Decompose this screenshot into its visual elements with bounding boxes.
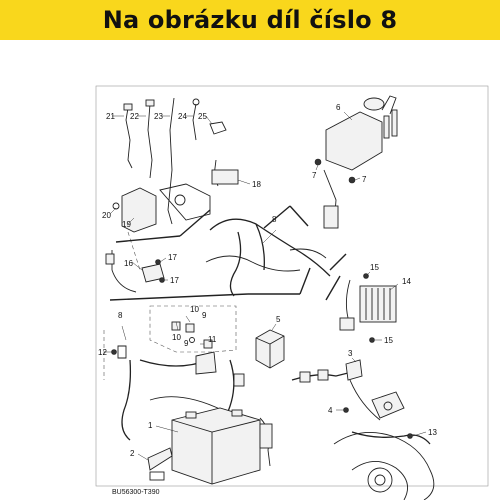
callout-23: 23: [154, 112, 163, 121]
band-2-group: [137, 447, 173, 481]
callout-numbers: 1 2 3 4 5 6 7 7 8 8 9 9 10 10 11 12 13 1…: [98, 103, 437, 458]
diagram-frame: [95, 85, 489, 487]
band-23: [167, 97, 175, 225]
callout-7b: 7: [362, 175, 367, 184]
callout-7a: 7: [312, 171, 317, 180]
callout-21: 21: [106, 112, 115, 121]
callout-17b: 17: [170, 276, 179, 285]
engine-outline: [333, 431, 435, 500]
exploded-parts-diagram: 1 2 3 4 5 6 7 7 8 8 9 9 10 10 11 12 13 1…: [0, 40, 500, 500]
bolt-13: [407, 433, 413, 439]
callout-14: 14: [402, 277, 411, 286]
regulator-14-group: [339, 271, 399, 343]
relay-18: [211, 169, 239, 185]
starter-cable-group: [291, 357, 405, 421]
screw-20: [112, 202, 120, 210]
harness-left: [121, 359, 132, 441]
callout-10b: 10: [172, 333, 181, 342]
callout-10a: 10: [190, 305, 199, 314]
drawing-code: BU56300-T390: [112, 489, 160, 496]
screw-17a: [155, 259, 161, 265]
callout-6: 6: [336, 103, 341, 112]
callout-9b: 9: [184, 339, 189, 348]
harness-center: [209, 218, 331, 277]
bracket-19-20-group: [109, 183, 211, 271]
callout-22: 22: [130, 112, 139, 121]
title-banner: Na obrázku díl číslo 8: [0, 0, 500, 40]
callout-8a: 8: [272, 215, 277, 224]
band-22: [147, 103, 153, 179]
callout-3: 3: [348, 349, 353, 358]
battery-1: [171, 407, 261, 485]
callout-15a: 15: [370, 263, 379, 272]
band-24: [192, 103, 197, 141]
band-21: [125, 107, 133, 169]
callout-24: 24: [178, 112, 187, 121]
band-2: [147, 447, 173, 471]
engine-group: [333, 431, 435, 500]
screw-17b: [159, 277, 165, 283]
sensor-16-group: [105, 250, 168, 293]
relay-18-group: [211, 159, 251, 187]
callout-11: 11: [208, 335, 217, 344]
part-5-group: [255, 323, 285, 369]
callout-19: 19: [122, 220, 131, 229]
battery-group: [155, 407, 273, 485]
callout-5: 5: [276, 315, 281, 324]
callout-2: 2: [130, 449, 135, 458]
screw-7b: [348, 176, 356, 184]
connector-12: [117, 345, 127, 359]
sensor-16: [141, 263, 165, 283]
callout-9a: 9: [202, 311, 207, 320]
callout-4: 4: [328, 406, 333, 415]
screw-7a: [314, 158, 322, 166]
bolt-15b: [369, 337, 375, 343]
callout-20: 20: [102, 211, 111, 220]
switch-body-6: [325, 111, 383, 171]
callout-12: 12: [98, 348, 107, 357]
callout-13: 13: [428, 428, 437, 437]
banner-title: Na obrázku díl číslo 8: [102, 6, 398, 34]
callout-15b: 15: [384, 336, 393, 345]
main-switch-group: [314, 95, 398, 229]
callout-18: 18: [252, 180, 261, 189]
wire-harness-8-group: [109, 205, 347, 301]
callout-1: 1: [148, 421, 153, 430]
coupler-4: [371, 391, 405, 419]
callout-8b: 8: [118, 311, 123, 320]
callout-16: 16: [124, 259, 133, 268]
bracket-19: [121, 187, 157, 233]
clip-25: [209, 121, 227, 135]
callout-17a: 17: [168, 253, 177, 262]
cable-bands-group: [112, 97, 227, 225]
callout-25: 25: [198, 112, 207, 121]
